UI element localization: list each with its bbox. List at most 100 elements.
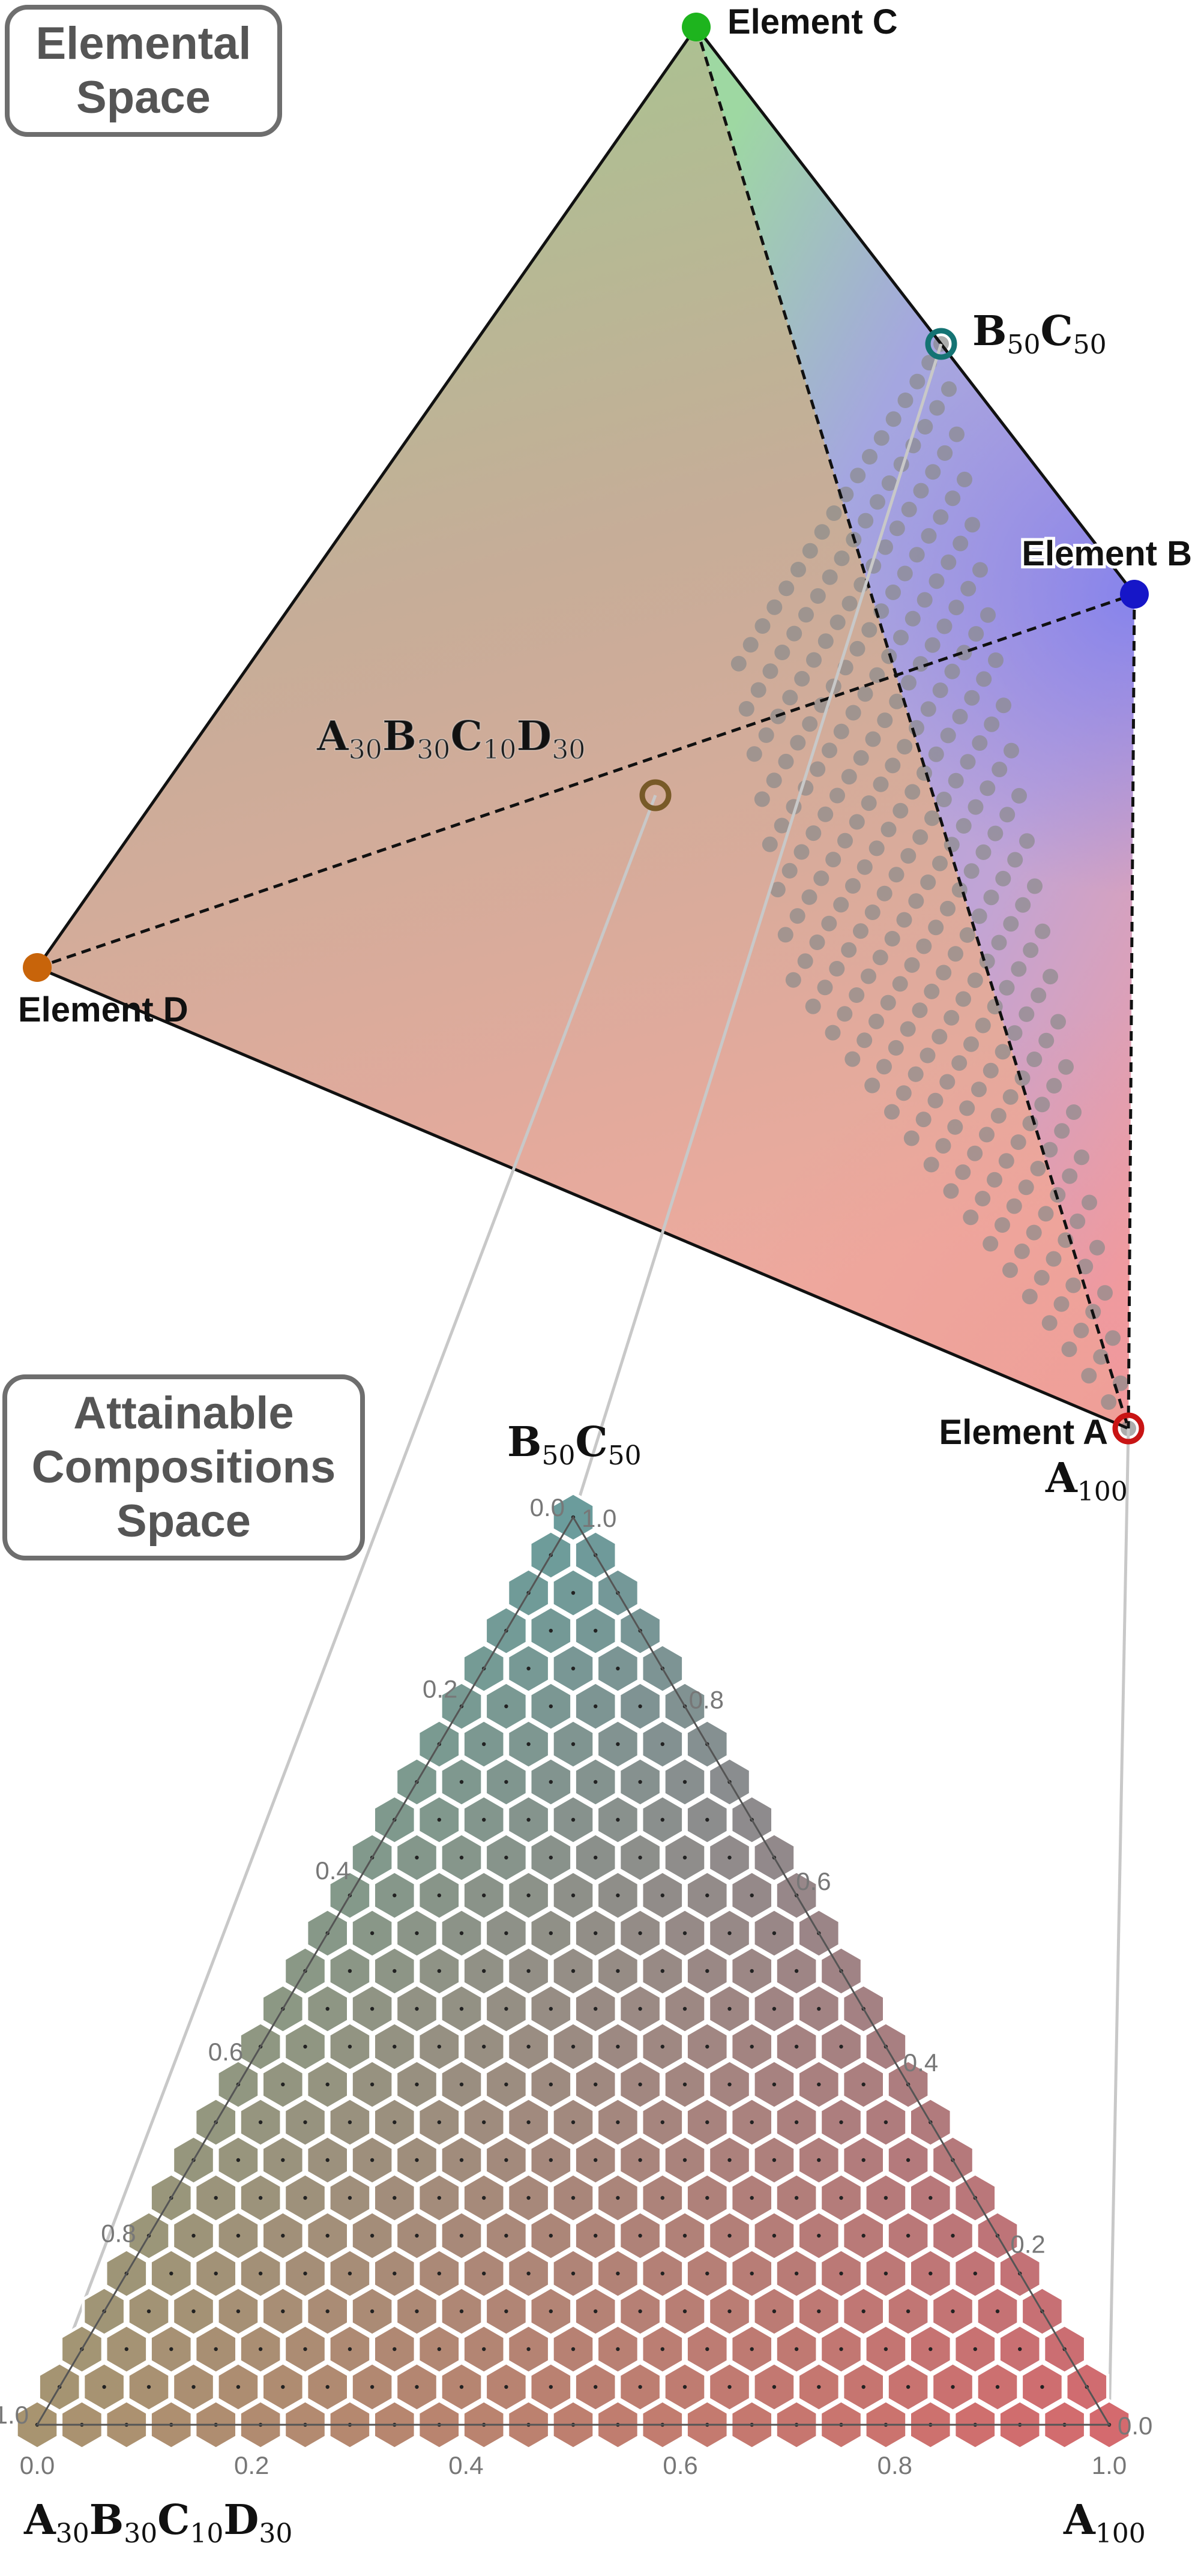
ternary-cell-dot (794, 2195, 799, 2200)
ternary-cell-dot (549, 2309, 553, 2314)
ternary-cell-dot (393, 2044, 397, 2049)
ternary-cell-dot (169, 2347, 173, 2352)
plane-dot (999, 807, 1016, 823)
plane-dot (1007, 1025, 1023, 1041)
plane-dot (987, 825, 1004, 841)
ternary-cell-dot (839, 2271, 843, 2276)
ternary-cell-dot (482, 1893, 486, 1898)
ternary-cell-dot (772, 2309, 777, 2314)
vertex-a-marker (1112, 1412, 1145, 1445)
ternary-cell-dot (325, 2006, 330, 2011)
plane-dot (1101, 1394, 1117, 1410)
ternary-cell-dot (727, 2082, 732, 2087)
plane-dot (730, 655, 747, 672)
vertex-markers (23, 13, 1149, 1445)
ternary-cell-dot (459, 2158, 464, 2162)
plane-dot (975, 844, 992, 860)
plane-dot (790, 562, 806, 577)
ternary-cell-dot (660, 2195, 665, 2200)
plane-dot (837, 1006, 853, 1022)
ternary-cell-dot (370, 2309, 375, 2314)
ternary-cell-dot (929, 2347, 933, 2352)
plane-dot (1043, 969, 1058, 985)
plane-dot (976, 671, 992, 687)
plane-dot (841, 942, 857, 958)
plane-dot (1081, 1368, 1097, 1384)
ternary-cell-dot (236, 2158, 241, 2162)
plane-dot (916, 938, 932, 954)
plane-dot (782, 690, 798, 706)
plane-dot (1015, 897, 1031, 913)
plane-dot (963, 1036, 979, 1052)
ternary-cell-dot (393, 2195, 397, 2200)
edge-ba-dashed (1127, 594, 1136, 1429)
plane-dot (809, 934, 825, 950)
ternary-cell-dot (995, 2309, 1000, 2314)
ternary-cell-dot (861, 2082, 865, 2087)
tick-bottom: 0.0 (20, 2451, 55, 2479)
tick-right: 0.2 (1010, 2230, 1045, 2259)
plane-dot (917, 592, 933, 608)
ternary-cell-dot (504, 1780, 508, 1784)
ternary-cell-dot (325, 2385, 330, 2389)
ternary-cell-dot (258, 2347, 263, 2352)
plane-dot (999, 980, 1015, 996)
plane-dot (777, 927, 793, 943)
plane-dot (995, 870, 1011, 886)
plane-dot (932, 682, 948, 699)
label-ternary-top: B50C50 (507, 1418, 642, 1471)
ternary-cell-dot (370, 2082, 375, 2087)
plane-dot (928, 919, 944, 936)
ternary-cell-dot (682, 2082, 687, 2087)
plane-dot (972, 735, 988, 751)
ternary-cell-dot (772, 2233, 777, 2238)
ternary-cell-dot (258, 2271, 263, 2276)
ternary-cell-dot (415, 2006, 419, 2011)
plane-dot (995, 1217, 1010, 1233)
plane-dot (948, 772, 964, 789)
ternary-cell-dot (638, 1780, 642, 1784)
tick-right: 0.8 (689, 1685, 724, 1714)
ternary-cell-dot (839, 2120, 843, 2125)
plane-dot (1019, 833, 1035, 849)
ternary-cell-dot (616, 1817, 620, 1822)
plane-dot (959, 927, 975, 943)
plane-dot (980, 780, 996, 796)
label-element-a: Element A (939, 1413, 1108, 1452)
plane-dot (877, 539, 893, 555)
plane-dot (956, 991, 971, 1007)
plane-dot (762, 836, 778, 852)
plane-dot (920, 1047, 936, 1064)
plane-dot (983, 1236, 999, 1252)
plane-dot (1027, 878, 1043, 894)
plane-dot (754, 618, 771, 634)
ternary-cell-dot (549, 2385, 553, 2389)
ternary-cell-dot (393, 2271, 397, 2276)
ternary-cell-dot (973, 2347, 978, 2352)
ternary-cell-dot (660, 2271, 665, 2276)
ternary-cell-dot (951, 2233, 955, 2238)
ternary-cell-dot (861, 2385, 865, 2389)
ternary-cell-dot (459, 2006, 464, 2011)
tick-bottom: 0.8 (877, 2451, 912, 2479)
plane-dot (822, 569, 838, 585)
plane-dot (849, 640, 865, 657)
ternary-cell-dot (594, 2006, 598, 2011)
ternary-cell-dot (594, 1931, 598, 1936)
ternary-cell-dot (191, 2385, 196, 2389)
plane-dot (766, 772, 782, 789)
plane-dot (939, 1074, 956, 1090)
plane-dot (1077, 1259, 1094, 1275)
projection-b50c50 (571, 343, 943, 1518)
plane-dot (920, 701, 936, 717)
plane-dot (1014, 1243, 1030, 1259)
plane-dot (988, 652, 1004, 668)
plane-dot (953, 535, 969, 552)
plane-dot (790, 735, 806, 751)
plane-dot (880, 822, 897, 837)
edge-db-dashed (37, 592, 1135, 969)
ternary-cell-dot (571, 1742, 576, 1747)
ternary-cell-dot (616, 2044, 620, 2049)
ternary-cell-dot (571, 2044, 576, 2049)
plane-dot (1026, 1052, 1043, 1067)
